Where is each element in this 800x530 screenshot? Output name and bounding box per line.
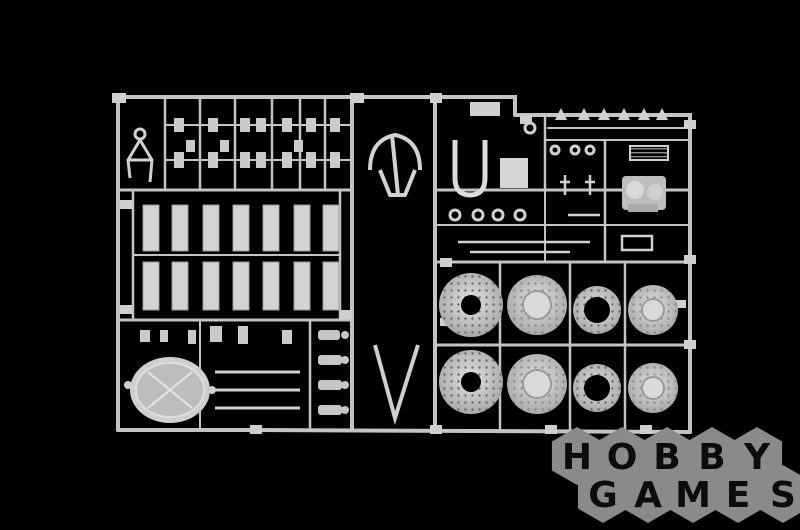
engine-block-part [622, 176, 666, 212]
drilled-ring [573, 286, 621, 334]
clip-part [620, 234, 654, 252]
shock-absorber-parts [318, 330, 349, 415]
vented-rotor [507, 275, 567, 335]
vented-rotor [628, 363, 678, 413]
watermark-hex-tile: H [551, 427, 603, 485]
drilled-ring [573, 364, 621, 412]
small-lever-parts [140, 326, 292, 344]
u-pipe-part [452, 140, 488, 198]
watermark-hex-tile: E [712, 465, 764, 523]
watermark-letter: G [588, 475, 618, 516]
hexagon-shape [712, 465, 764, 523]
watermark-hex-tile: G [577, 465, 629, 523]
watermark-letter: M [675, 475, 711, 516]
nozzle-parts [555, 108, 668, 120]
small-bracket-parts [174, 118, 340, 168]
battery-box-part [500, 158, 528, 188]
small-tab-part [470, 102, 500, 116]
vented-rotor [628, 285, 678, 335]
grille-part [629, 145, 669, 161]
rod-parts [215, 370, 300, 410]
sprue-tabs [112, 93, 696, 434]
hexagon-shape [577, 465, 629, 523]
watermark-hex-tile: S [757, 465, 800, 523]
hexagon-shape [667, 465, 719, 523]
drilled-disc [439, 273, 503, 337]
vented-rotor [507, 354, 567, 414]
subframe-part [368, 133, 422, 197]
hexagon-shape [757, 465, 800, 523]
watermark-hex-tile: Y [731, 427, 783, 485]
v-link-part [373, 344, 420, 426]
fork-bracket-part [126, 127, 154, 183]
panel-plate-parts [142, 204, 340, 311]
small-washer-parts [448, 121, 596, 222]
watermark-letter: S [770, 475, 796, 516]
watermark-letter: A [634, 475, 662, 516]
brake-disc-parts [439, 273, 678, 414]
hexagon-shape [622, 465, 674, 523]
long-rod-parts [458, 240, 590, 254]
watermark-letter: E [726, 475, 751, 516]
watermark-hex-tile: A [622, 465, 674, 523]
watermark-letter: H [562, 437, 592, 478]
lever-parts-right [560, 175, 600, 217]
sprue-frame [116, 95, 692, 434]
watermark-hex-tile: M [667, 465, 719, 523]
round-cover-part [124, 357, 216, 423]
drilled-disc [439, 350, 503, 414]
hexagon-shape [551, 427, 603, 485]
